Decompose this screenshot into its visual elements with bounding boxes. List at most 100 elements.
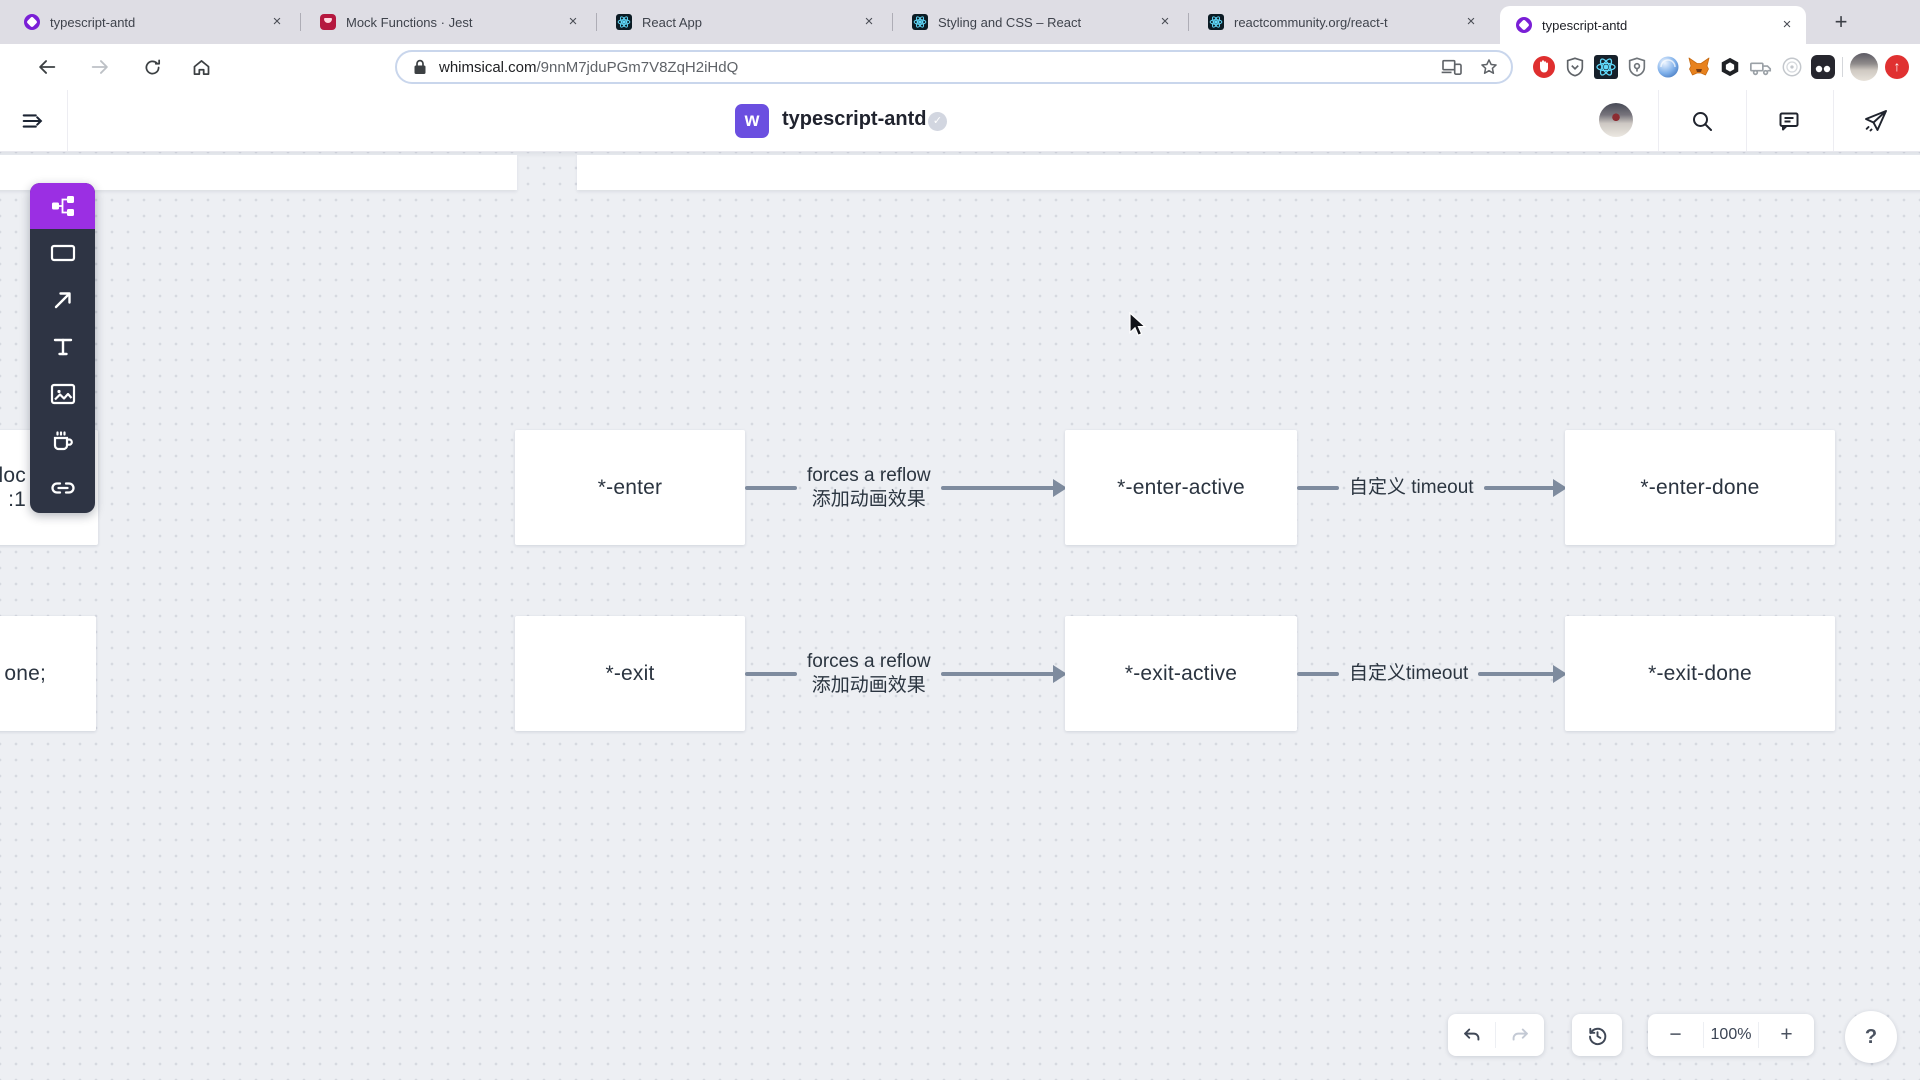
header-divider [67, 90, 68, 151]
connector-label: forces a reflow 添加动画效果 [797, 464, 941, 512]
forward-button[interactable] [84, 51, 116, 83]
tab-react-app[interactable]: React App × [600, 0, 888, 44]
header-divider [1658, 90, 1659, 151]
flowchart-tool[interactable] [30, 183, 95, 229]
sidebar-toggle-button[interactable] [15, 103, 51, 139]
tab-separator [300, 13, 301, 31]
red-up-icon[interactable]: ↑ [1885, 55, 1909, 79]
header-divider [1746, 90, 1747, 151]
zoom-in-button[interactable]: + [1759, 1014, 1814, 1056]
home-icon [193, 59, 209, 75]
zoom-level[interactable]: 100% [1710, 1026, 1752, 1043]
box-enter[interactable]: *-enter [515, 430, 745, 545]
box-enter-done[interactable]: *-enter-done [1565, 430, 1835, 545]
box-exit-active[interactable]: *-exit-active [1065, 616, 1297, 731]
privacy-badger-icon[interactable] [1625, 55, 1649, 79]
undo-button[interactable] [1448, 1014, 1495, 1056]
pocket-shield-icon[interactable] [1563, 55, 1587, 79]
metamask-fox-icon[interactable] [1687, 55, 1711, 79]
zoom-out-button[interactable]: − [1648, 1014, 1703, 1056]
react-favicon [912, 14, 928, 30]
doc-title[interactable]: typescript-antd [782, 108, 927, 130]
user-avatar[interactable] [1599, 103, 1633, 137]
comments-button[interactable] [1771, 103, 1807, 139]
redo-button[interactable] [1496, 1014, 1543, 1056]
undo-redo-group [1448, 1014, 1544, 1056]
forward-icon [91, 60, 108, 74]
back-button[interactable] [31, 51, 63, 83]
tab-close-icon[interactable]: × [1160, 13, 1170, 30]
sidebar-toggle-icon [22, 114, 43, 128]
partial-box-left-bottom[interactable]: one; [0, 616, 96, 731]
tab-close-icon[interactable]: × [1782, 16, 1792, 33]
address-bar[interactable]: whimsical.com/9nnM7jduPGm7V8ZqH2iHdQ [395, 50, 1513, 84]
extensions-area: ↑ [1532, 51, 1909, 83]
link-tool[interactable] [30, 464, 95, 511]
send-icon [1865, 110, 1887, 132]
reload-button[interactable] [136, 51, 168, 83]
grey-truck-icon[interactable] [1749, 55, 1773, 79]
box-exit[interactable]: *-exit [515, 616, 745, 731]
connector-label: forces a reflow 添加动画效果 [797, 650, 941, 698]
adblock-hand-icon[interactable] [1532, 55, 1556, 79]
reload-icon [145, 58, 160, 74]
two-dots-icon[interactable] [1811, 55, 1835, 79]
home-button[interactable] [185, 51, 217, 83]
profile-avatar[interactable] [1850, 53, 1878, 81]
shape-label: *-enter [597, 475, 663, 499]
new-tab-button[interactable]: + [1834, 9, 1848, 34]
shape-label: *-exit [605, 661, 655, 685]
diagram-canvas[interactable]: loc :1 one; *-enter forces a reflow 添加动画… [0, 152, 1920, 1080]
connector-exit-active-to-done[interactable]: 自定义timeout [1297, 616, 1567, 731]
shape-label-line: :1 [8, 487, 26, 511]
browser-tab-bar: typescript-antd × Mock Functions · Jest … [0, 0, 1920, 44]
plus-icon: + [1780, 1023, 1793, 1046]
blue-sphere-icon[interactable] [1656, 55, 1680, 79]
send-to-devices-icon[interactable] [1441, 58, 1463, 76]
zoom-control-group: − 100% + [1648, 1014, 1814, 1056]
tab-close-icon[interactable]: × [568, 13, 578, 30]
tab-title: typescript-antd [50, 14, 136, 30]
tab-typescript-antd-active[interactable]: typescript-antd × [1500, 6, 1806, 44]
connector-enter-to-active[interactable]: forces a reflow 添加动画效果 [745, 430, 1068, 545]
tab-title: React App [642, 14, 702, 30]
tab-typescript-antd[interactable]: typescript-antd × [8, 0, 296, 44]
text-tool[interactable] [30, 323, 95, 370]
browser-toolbar: whimsical.com/9nnM7jduPGm7V8ZqH2iHdQ [0, 44, 1920, 90]
shape-label: *-enter-done [1640, 475, 1760, 499]
dark-glyph-icon[interactable] [1718, 55, 1742, 79]
doc-badge: w [735, 104, 769, 138]
tab-close-icon[interactable]: × [864, 13, 874, 30]
grey-spiral-icon[interactable] [1780, 55, 1804, 79]
shape-label: *-exit-active [1124, 661, 1238, 685]
shape-label: *-exit-done [1648, 661, 1752, 685]
comments-icon [1779, 112, 1799, 131]
box-enter-active[interactable]: *-enter-active [1065, 430, 1297, 545]
tab-title: typescript-antd [1542, 17, 1628, 33]
image-tool[interactable] [30, 370, 95, 417]
url-path: /9nnM7jduPGm7V8ZqH2iHdQ [536, 58, 739, 76]
undo-icon [1463, 1028, 1479, 1041]
share-button[interactable] [1858, 103, 1894, 139]
react-favicon [616, 14, 632, 30]
offscreen-shape-bottom[interactable] [577, 155, 1920, 190]
history-icon [1588, 1027, 1606, 1045]
tab-reactcommunity[interactable]: reactcommunity.org/react-t × [1192, 0, 1490, 44]
header-divider [1833, 90, 1834, 151]
rectangle-tool[interactable] [30, 229, 95, 276]
connector-exit-to-active[interactable]: forces a reflow 添加动画效果 [745, 616, 1068, 731]
react-devtools-icon[interactable] [1594, 55, 1618, 79]
bookmark-star-icon[interactable] [1479, 57, 1499, 77]
tab-mock-functions-jest[interactable]: Mock Functions · Jest × [304, 0, 592, 44]
tab-close-icon[interactable]: × [1466, 13, 1476, 30]
search-button[interactable] [1684, 103, 1720, 139]
box-exit-done[interactable]: *-exit-done [1565, 616, 1835, 731]
coffee-tool[interactable] [30, 417, 95, 464]
connector-active-to-done[interactable]: 自定义 timeout [1297, 430, 1568, 545]
arrow-tool[interactable] [30, 276, 95, 323]
history-button[interactable] [1572, 1014, 1622, 1056]
help-button[interactable]: ? [1845, 1011, 1897, 1063]
tab-styling-and-css-react[interactable]: Styling and CSS – React × [896, 0, 1184, 44]
tab-close-icon[interactable]: × [272, 13, 282, 30]
whimsical-favicon [1516, 17, 1532, 33]
